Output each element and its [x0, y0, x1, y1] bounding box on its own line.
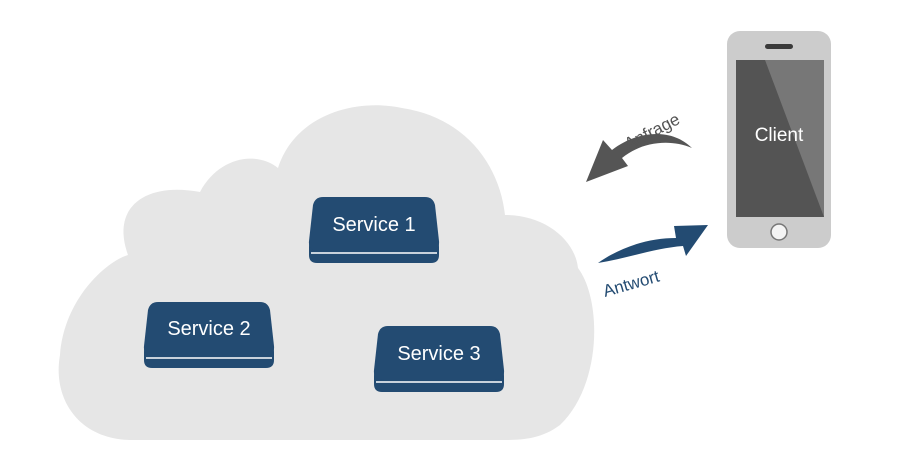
speaker-icon — [765, 44, 793, 49]
client-phone: Client — [727, 31, 831, 248]
service-node: Service 2 — [143, 302, 275, 368]
request-arrow: Anfrage — [586, 110, 692, 182]
cloud-shape — [58, 105, 595, 440]
client-label: Client — [755, 125, 804, 146]
response-label: Antwort — [601, 267, 662, 301]
service-node: Service 3 — [373, 326, 505, 392]
service-label: Service 1 — [332, 214, 415, 236]
service-node: Service 1 — [308, 197, 440, 263]
cloud — [58, 105, 595, 440]
response-arrow-shape — [598, 225, 708, 263]
home-button-icon — [770, 223, 788, 241]
service-label: Service 2 — [167, 318, 250, 340]
request-arrow-shape — [586, 133, 692, 182]
request-label: Anfrage — [621, 110, 683, 154]
service-label: Service 3 — [397, 343, 480, 365]
response-arrow: Antwort — [598, 225, 708, 301]
